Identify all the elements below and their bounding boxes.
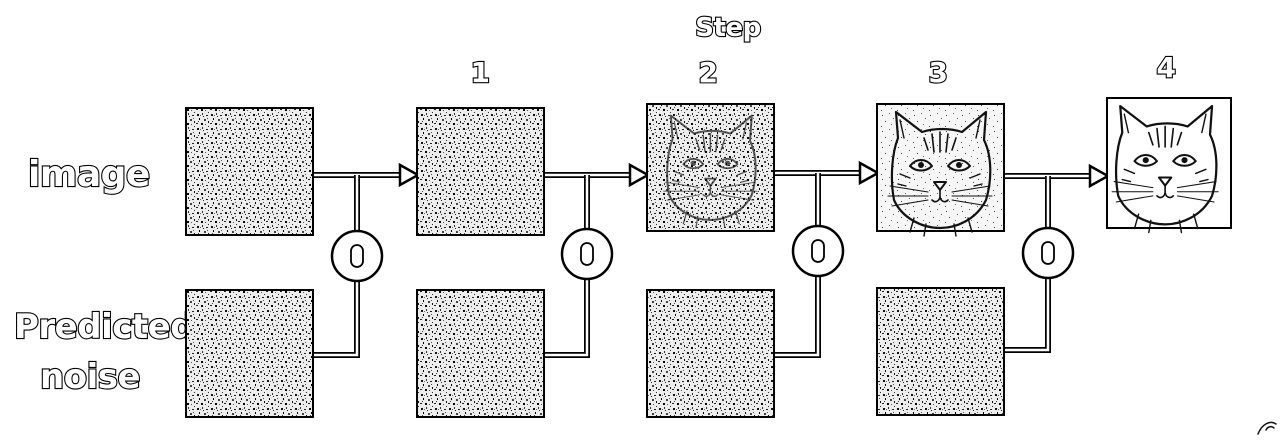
image-step-3 bbox=[876, 103, 1005, 238]
minus-icon bbox=[580, 242, 594, 266]
predicted-noise-label-line2: noise bbox=[40, 357, 140, 397]
predicted-noise-3 bbox=[646, 289, 775, 418]
predicted-noise-1 bbox=[185, 289, 314, 418]
predicted-noise-4 bbox=[876, 287, 1005, 416]
image-noise-start bbox=[185, 107, 314, 236]
predicted-noise-label-line1: Predicted bbox=[14, 307, 194, 347]
step-number-2: 2 bbox=[699, 56, 718, 89]
image-step-1 bbox=[416, 107, 545, 236]
step-title: Step bbox=[695, 13, 760, 43]
minus-icon bbox=[811, 239, 825, 263]
arrowheads bbox=[398, 160, 1111, 189]
predicted-noise-2 bbox=[416, 289, 545, 418]
image-row-label: image bbox=[28, 154, 150, 195]
corner-mark bbox=[1257, 421, 1277, 435]
arrowhead-3 bbox=[858, 160, 881, 186]
arrowhead-2 bbox=[628, 162, 651, 188]
step-number-4: 4 bbox=[1157, 51, 1176, 84]
arrowhead-1 bbox=[398, 162, 421, 188]
step-number-1: 1 bbox=[471, 56, 490, 89]
arrowhead-4 bbox=[1088, 163, 1111, 189]
minus-icon bbox=[1041, 241, 1055, 265]
minus-icon bbox=[350, 244, 364, 268]
image-step-2 bbox=[646, 103, 775, 232]
subtract-node-1 bbox=[330, 229, 384, 283]
subtract-node-3 bbox=[791, 224, 845, 278]
subtract-node-2 bbox=[560, 227, 614, 281]
step-number-3: 3 bbox=[929, 56, 948, 89]
image-step-4-cat bbox=[1106, 97, 1232, 234]
subtract-node-4 bbox=[1021, 226, 1075, 280]
